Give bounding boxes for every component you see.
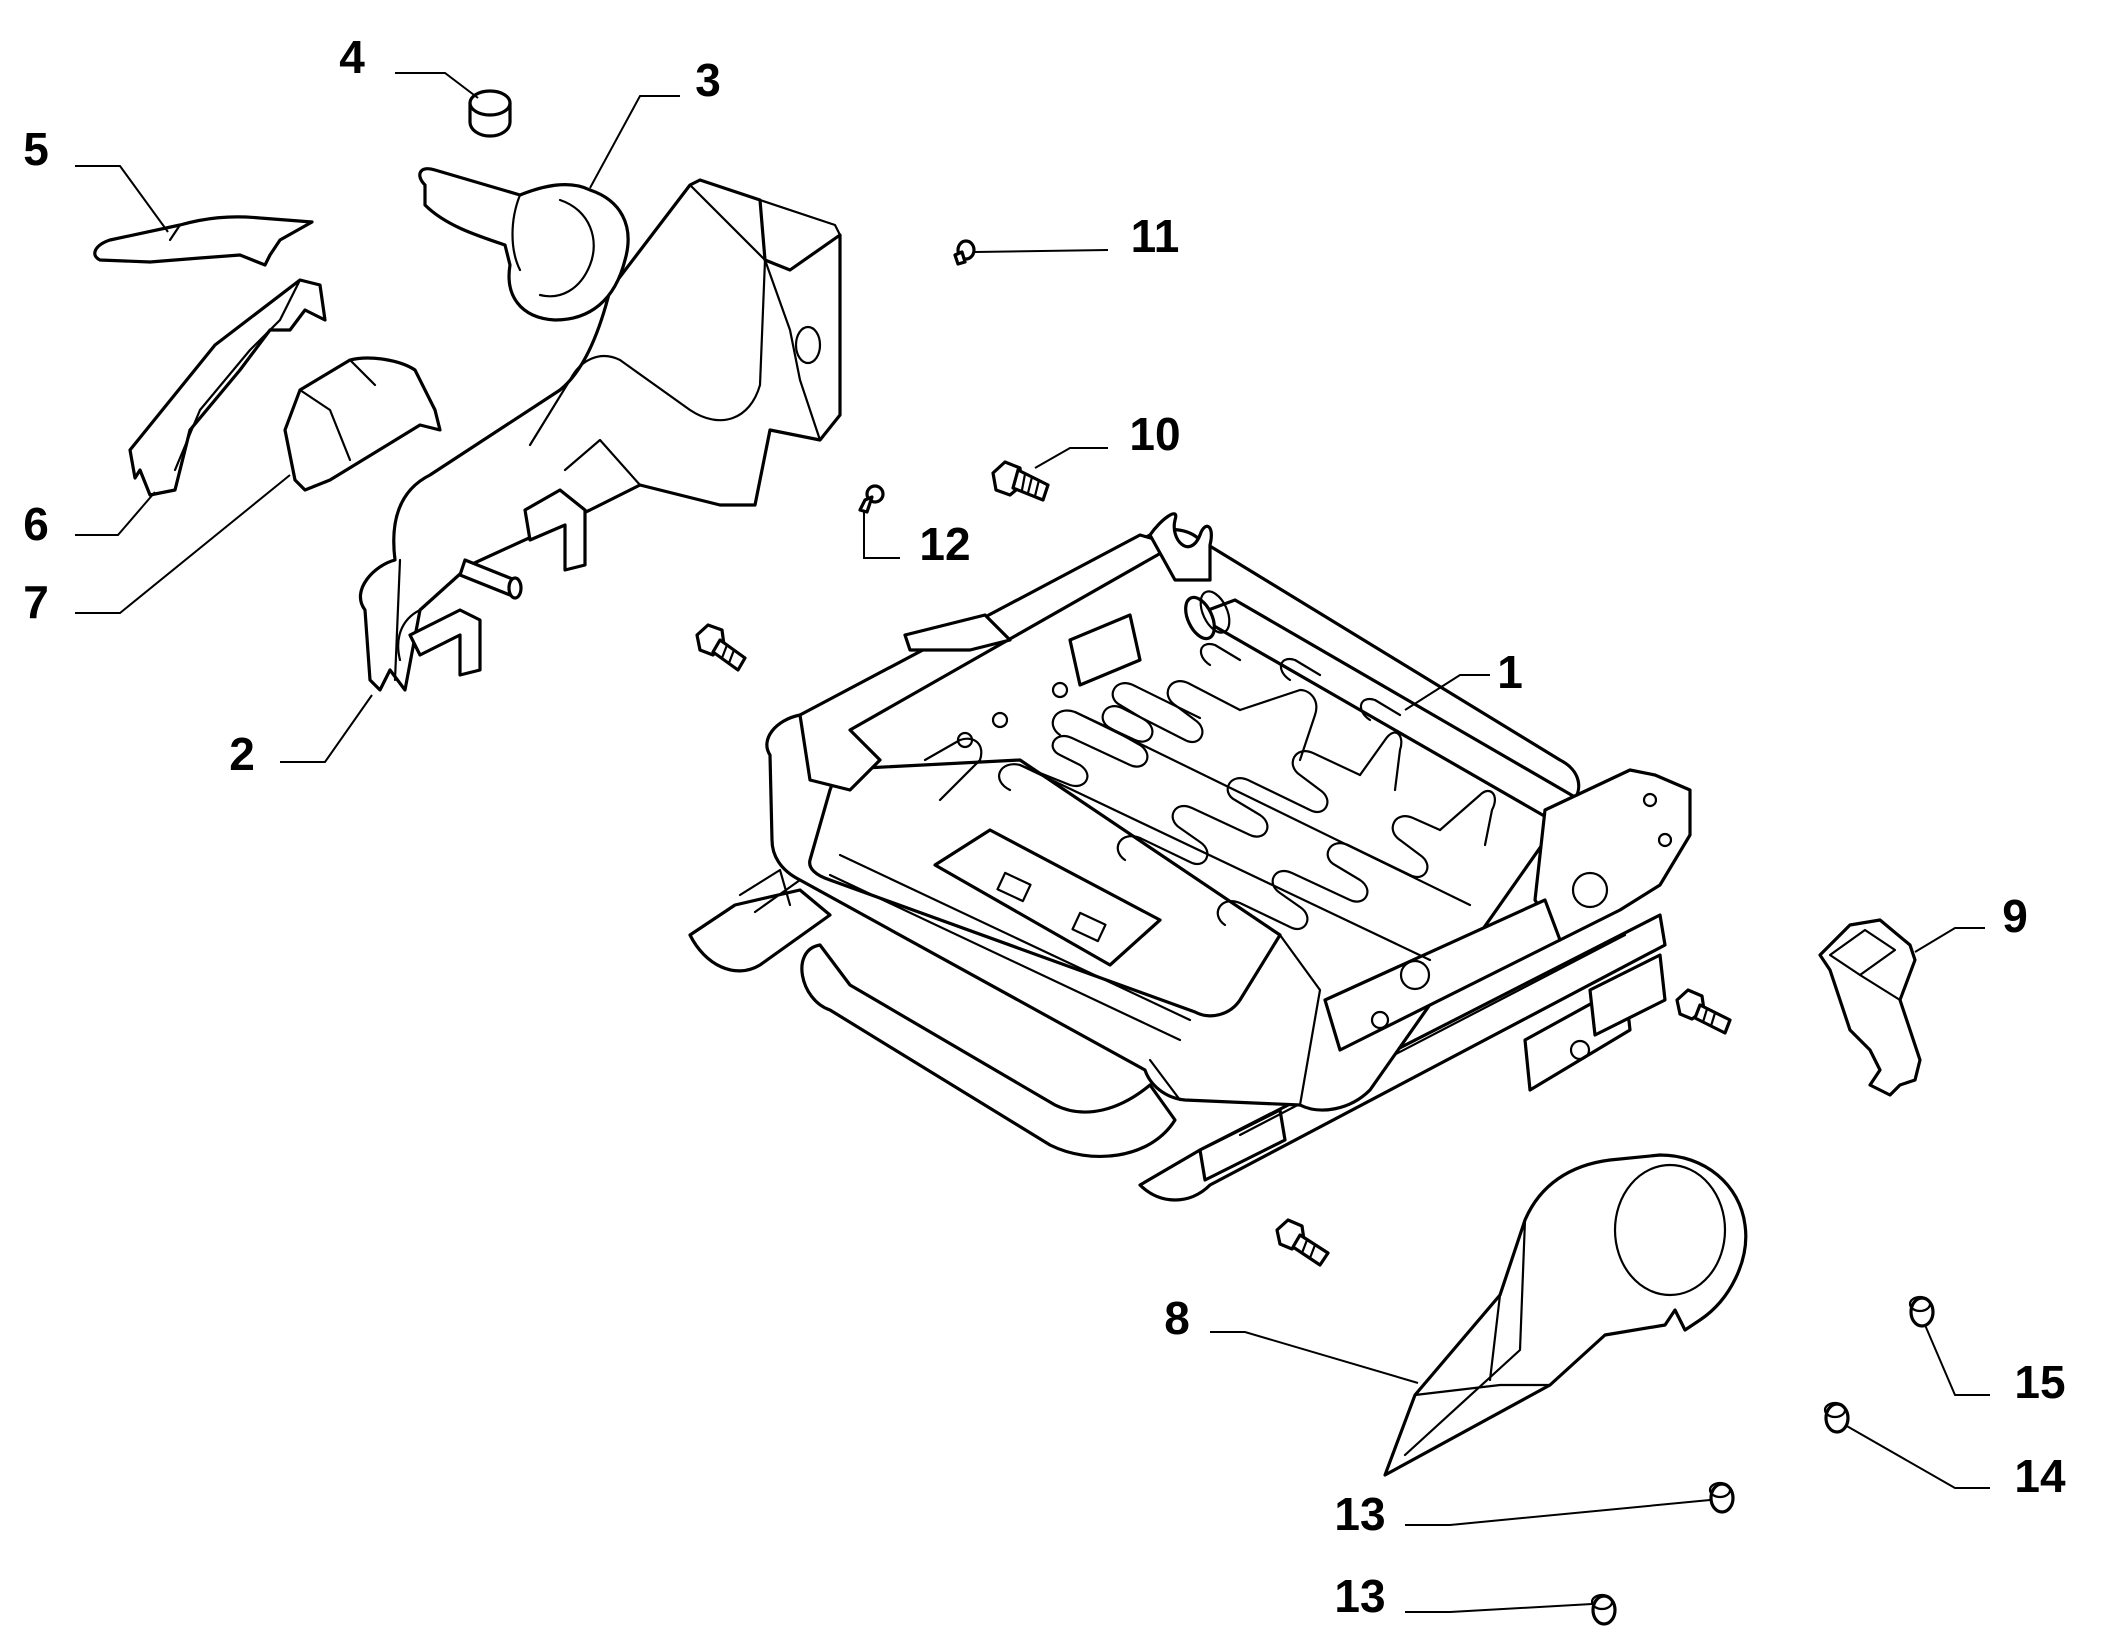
callout-11: 11: [1131, 210, 1180, 262]
part-5-trim-strip: [93, 215, 314, 267]
bolt-right: [1675, 988, 1732, 1035]
part-12-screw: [858, 484, 885, 514]
callout-6: 6: [23, 498, 49, 550]
leader-15: [1924, 1324, 1990, 1396]
leader-8: [1210, 1331, 1419, 1384]
leader-10: [1034, 447, 1108, 469]
part-8-side-trim: [1383, 1153, 1748, 1477]
callout-13-upper: 13: [1334, 1488, 1385, 1540]
leader-14: [1844, 1424, 1990, 1489]
leader-9: [1914, 927, 1985, 953]
callout-12: 12: [919, 518, 970, 570]
part-9-buckle: [1818, 918, 1922, 1097]
part-11-screw: [953, 239, 976, 266]
leader-7: [75, 474, 291, 614]
leader-11: [974, 249, 1109, 253]
part-3-recliner-cover: [418, 167, 630, 322]
leader-3: [589, 95, 680, 189]
part-4-cap: [468, 89, 512, 138]
callout-2: 2: [229, 728, 255, 780]
part-13-cap-lower: [1590, 1593, 1617, 1626]
part-13-cap-upper: [1708, 1481, 1735, 1514]
leader-12: [863, 510, 900, 559]
callout-8: 8: [1164, 1292, 1190, 1344]
part-14-cap: [1823, 1401, 1850, 1434]
leader-13b: [1405, 1603, 1593, 1613]
leader-4: [395, 72, 479, 99]
part-7-bracket-cover: [283, 356, 442, 492]
callout-labels: 1 2 3 4 5 6 7 8 9 10 11 12 13 13 14 15: [23, 31, 2066, 1622]
callout-1: 1: [1497, 646, 1523, 698]
leader-5: [75, 165, 169, 233]
callout-13-lower: 13: [1334, 1570, 1385, 1622]
part-15-cap: [1908, 1295, 1935, 1328]
part-10-bolt: [991, 460, 1050, 502]
callout-15: 15: [2014, 1356, 2065, 1408]
callout-9: 9: [2002, 890, 2028, 942]
leader-1: [1404, 674, 1490, 711]
part-6-cover-panel: [128, 278, 327, 497]
callout-14: 14: [2014, 1450, 2066, 1502]
part-2-side-shield: [358, 178, 842, 692]
leader-2: [280, 694, 373, 763]
bolt-front: [1275, 1218, 1330, 1267]
part-1-seat-frame: [688, 512, 1692, 1202]
leader-6: [75, 491, 156, 536]
leader-lines: [75, 72, 1990, 1613]
callout-10: 10: [1129, 408, 1180, 460]
callout-7: 7: [23, 576, 49, 628]
callout-5: 5: [23, 123, 49, 175]
leader-13a: [1405, 1499, 1711, 1526]
callout-3: 3: [695, 54, 721, 106]
callout-4: 4: [339, 31, 365, 83]
bolt-left: [695, 623, 747, 672]
